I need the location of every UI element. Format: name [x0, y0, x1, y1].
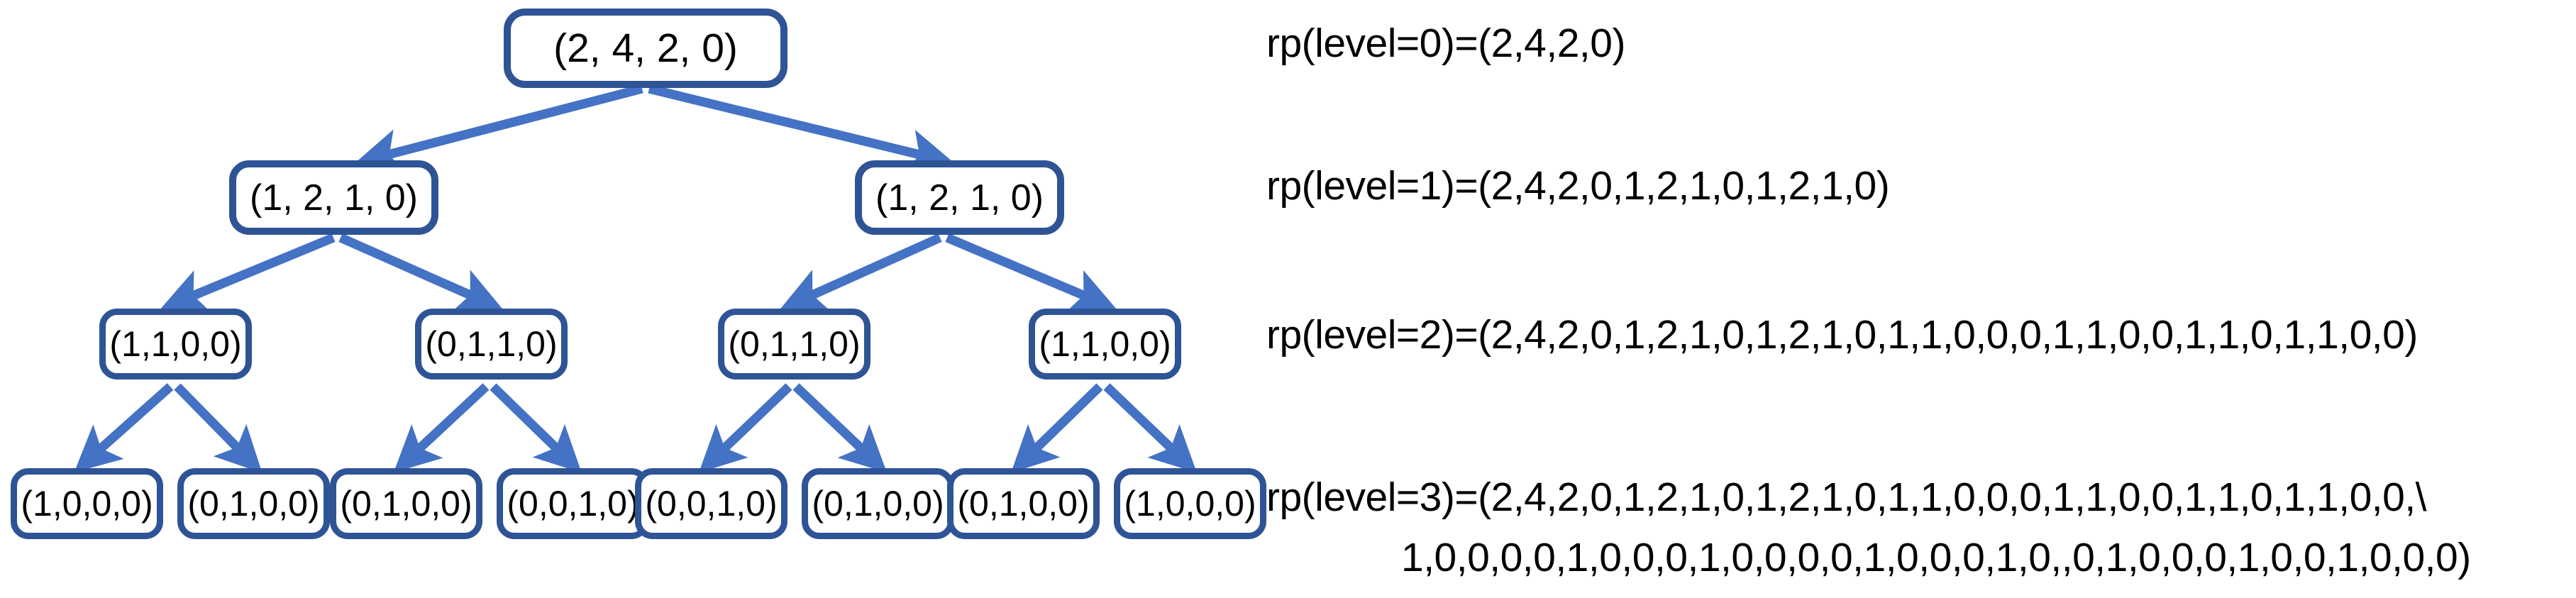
tree-node-level2-1[interactable]: (0,1,1,0): [415, 309, 568, 380]
tree-node-level1-0[interactable]: (1, 2, 1, 0): [229, 160, 438, 235]
tree-node-level2-3[interactable]: (1,1,0,0): [1029, 309, 1181, 380]
tree-node-level2-0[interactable]: (1,1,0,0): [99, 309, 252, 380]
tree-node-level3-1[interactable]: (0,1,0,0): [177, 468, 330, 539]
tree-node-level3-3[interactable]: (0,0,1,0): [497, 468, 649, 539]
tree-node-level2-2[interactable]: (0,1,1,0): [718, 309, 870, 380]
tree-node-level3-0[interactable]: (1,0,0,0): [11, 468, 163, 539]
rp-equation-level3: rp(level=3)=(2,4,2,0,1,2,1,0,1,2,1,0,1,1…: [1266, 475, 2427, 520]
rp-equation-level1: rp(level=1)=(2,4,2,0,1,2,1,0,1,2,1,0): [1266, 163, 1890, 209]
tree-node-level3-4[interactable]: (0,0,1,0): [635, 468, 787, 539]
tree-node-level3-7[interactable]: (1,0,0,0): [1114, 468, 1266, 539]
rp-equation-level2: rp(level=2)=(2,4,2,0,1,2,1,0,1,2,1,0,1,1…: [1266, 312, 2418, 358]
tree-node-level1-1[interactable]: (1, 2, 1, 0): [855, 160, 1064, 235]
rp-equation-level0: rp(level=0)=(2,4,2,0): [1266, 21, 1625, 66]
tree-node-level3-6[interactable]: (0,1,0,0): [947, 468, 1100, 539]
rp-equation-level3-continuation: 1,0,0,0,0,1,0,0,0,1,0,0,0,0,1,0,0,0,1,0,…: [1401, 535, 2471, 580]
tree-node-level3-2[interactable]: (0,1,0,0): [330, 468, 482, 539]
tree-node-level0-0[interactable]: (2, 4, 2, 0): [504, 9, 787, 88]
tree-node-level3-5[interactable]: (0,1,0,0): [802, 468, 954, 539]
